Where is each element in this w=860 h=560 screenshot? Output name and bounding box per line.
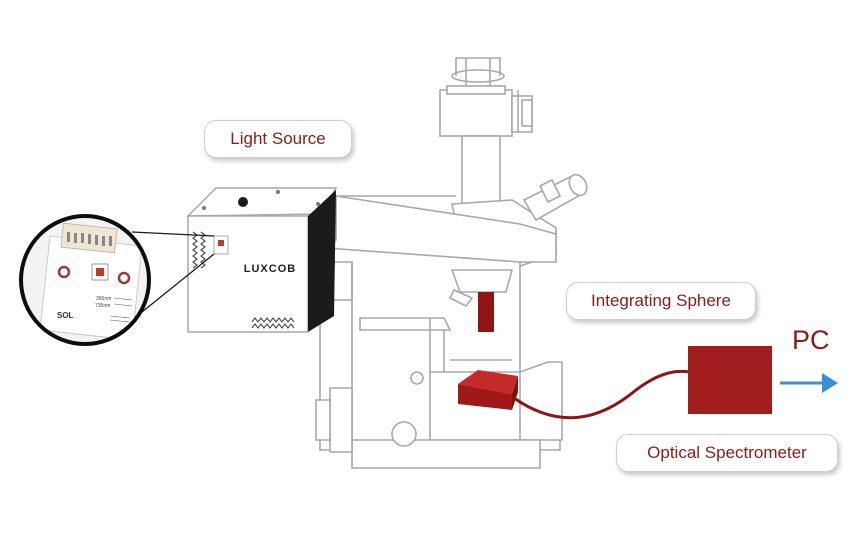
pc-label: PC <box>792 325 830 355</box>
integrating-sphere-label: Integrating Sphere <box>566 282 756 320</box>
microscope <box>315 57 588 469</box>
light-beam <box>478 292 494 332</box>
arrow-right-icon <box>780 373 838 393</box>
integrating-sphere-box <box>458 370 518 410</box>
optical-spectrometer-label: Optical Spectrometer <box>616 434 838 472</box>
board-brand: SOL <box>57 311 74 320</box>
zoom-lines <box>131 231 215 313</box>
light-source-label: Light Source <box>204 120 352 158</box>
inset-magnifier: SOL 365nm 735nm <box>19 214 151 346</box>
light-source-box: LUXCOB <box>186 187 338 333</box>
spectrometer-box <box>688 346 772 414</box>
device-brand-label: LUXCOB <box>244 263 296 275</box>
fiber-cable <box>513 369 691 420</box>
board-wavelength-2: 735nm <box>95 303 110 309</box>
board-wavelength-1: 365nm <box>96 296 111 302</box>
